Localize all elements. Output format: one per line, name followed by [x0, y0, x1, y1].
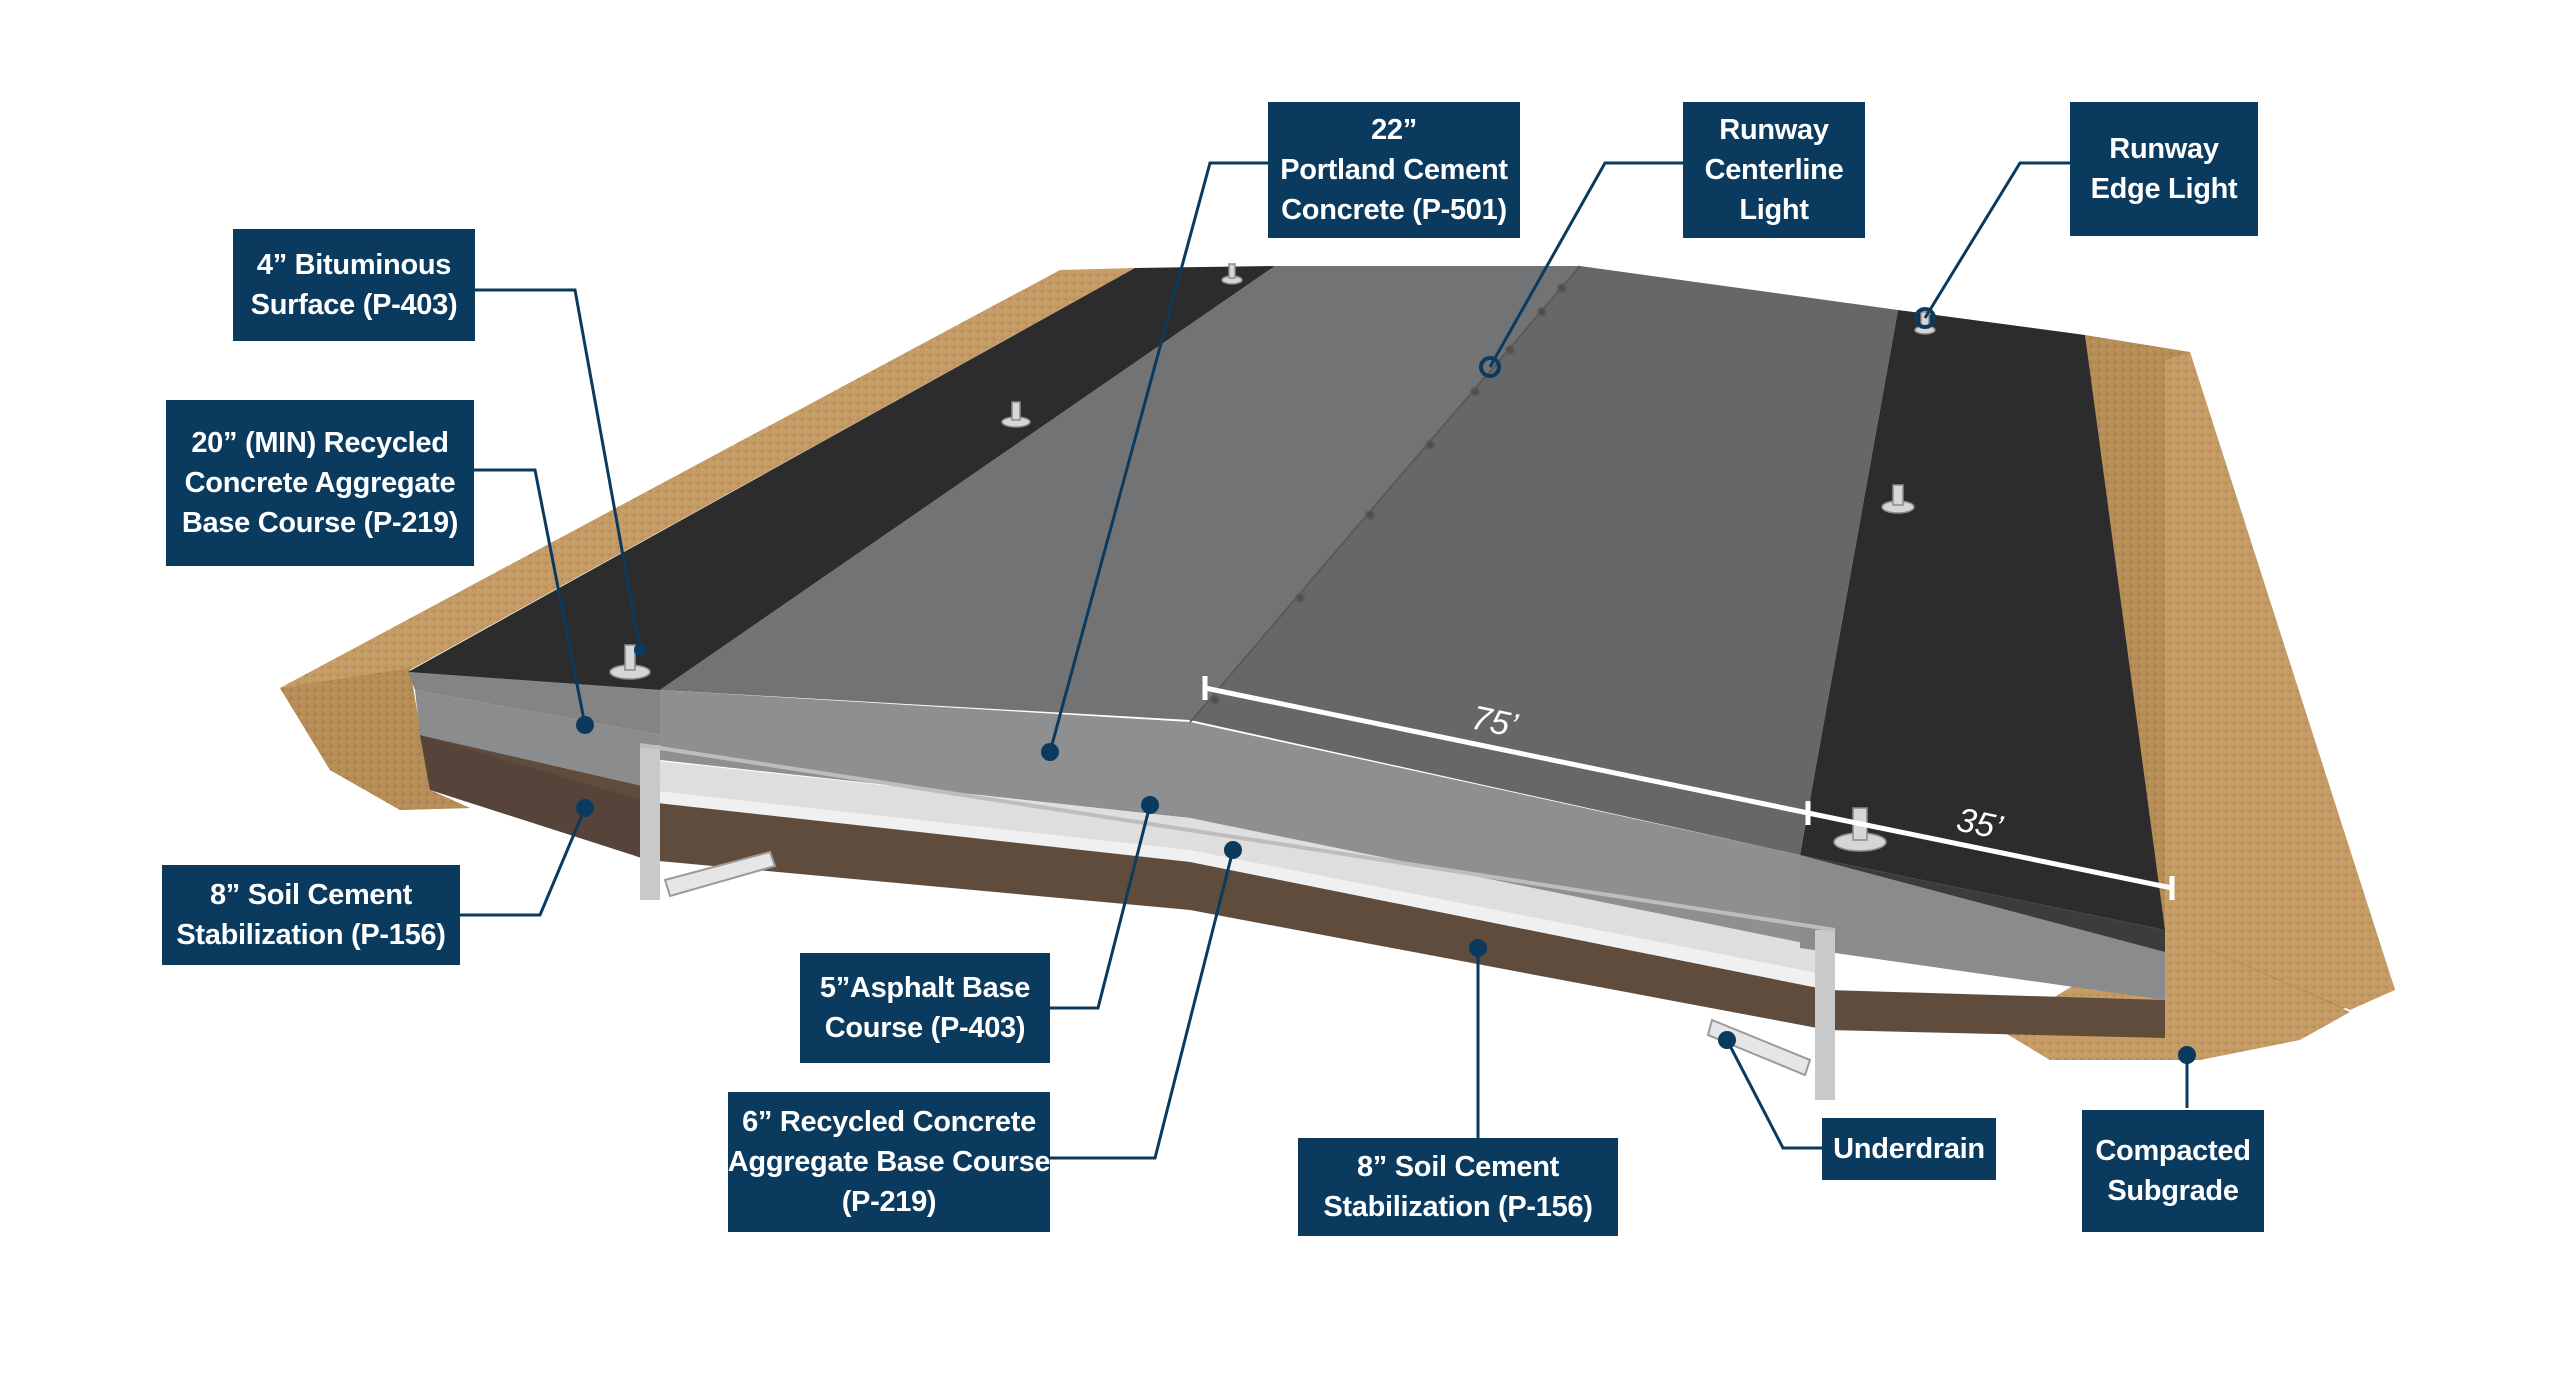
callout-line: Concrete (P-501): [1281, 194, 1507, 226]
right-asphalt-shoulder: [1800, 310, 2165, 930]
callout-line: 20” (MIN) Recycled: [191, 427, 449, 459]
callout-line: Light: [1739, 194, 1809, 226]
leader-edge-light: [1923, 161, 2070, 319]
callout-line: 6” Recycled Concrete: [742, 1106, 1036, 1138]
leader-underdrain: [1725, 1039, 1822, 1150]
leader-recycled-base: [455, 468, 587, 726]
callout-line: Compacted: [2095, 1135, 2251, 1167]
callout-line: Portland Cement: [1280, 154, 1508, 186]
callout-line: Base Course (P-219): [181, 507, 459, 539]
right-side-face: [1800, 855, 2165, 1000]
dimension-35: [1807, 810, 2175, 900]
callout-line: 22”: [1371, 114, 1417, 146]
callout-line: Underdrain: [1833, 1133, 1985, 1165]
callout-line: 8” Soil Cement: [1356, 1151, 1560, 1183]
leader-centerline: [1488, 161, 1683, 368]
leader-asphalt-base: [1050, 804, 1152, 1010]
pcc-front-face: [660, 690, 1800, 948]
callout-line: Runway: [1719, 114, 1829, 146]
soil-cement-face: [648, 802, 2165, 1038]
asphalt-base-face: [648, 760, 1828, 985]
callout-underdrain: Underdrain: [1822, 1118, 1996, 1180]
pcc-top-right: [1190, 266, 1898, 855]
callout-line: Surface (P-403): [250, 289, 458, 321]
callout-line: Stabilization (P-156): [1323, 1191, 1593, 1223]
callout-line: Subgrade: [2107, 1175, 2239, 1207]
left-asphalt-shoulder: [408, 266, 1275, 690]
callout-line: Runway: [2109, 133, 2219, 165]
leader-recycled-6: [1050, 849, 1235, 1160]
leader-markers: [576, 307, 2196, 1064]
callout-line: Stabilization (P-156): [176, 919, 446, 951]
cutaway-frame: [640, 745, 660, 900]
runway-edge-lights: [609, 263, 1936, 852]
leader-pcc: [1048, 161, 1268, 753]
leader-soil-left: [460, 807, 587, 917]
callout-line: 4” Bituminous: [256, 249, 452, 281]
compacted-subgrade-left: [280, 268, 1135, 810]
callout-line: 8” Soil Cement: [209, 879, 413, 911]
leader-bituminous: [473, 288, 642, 651]
underdrain-pipe-left: [663, 850, 777, 898]
dimension-75-label: 75’: [1468, 699, 1521, 746]
callout-line: 5”Asphalt Base: [819, 972, 1031, 1004]
dimension-35-label: 35’: [1953, 801, 2006, 848]
callout-line: Edge Light: [2090, 173, 2238, 205]
callout-line: (P-219): [841, 1186, 937, 1218]
underdrain-pipe-right: [1706, 1018, 1812, 1077]
callout-line: Centerline: [1704, 154, 1844, 186]
callout-line: Aggregate Base Course: [727, 1146, 1051, 1178]
callout-line: Concrete Aggregate: [184, 467, 456, 499]
slab-joints: [1210, 283, 1567, 705]
callout-line: Course (P-403): [824, 1012, 1026, 1044]
